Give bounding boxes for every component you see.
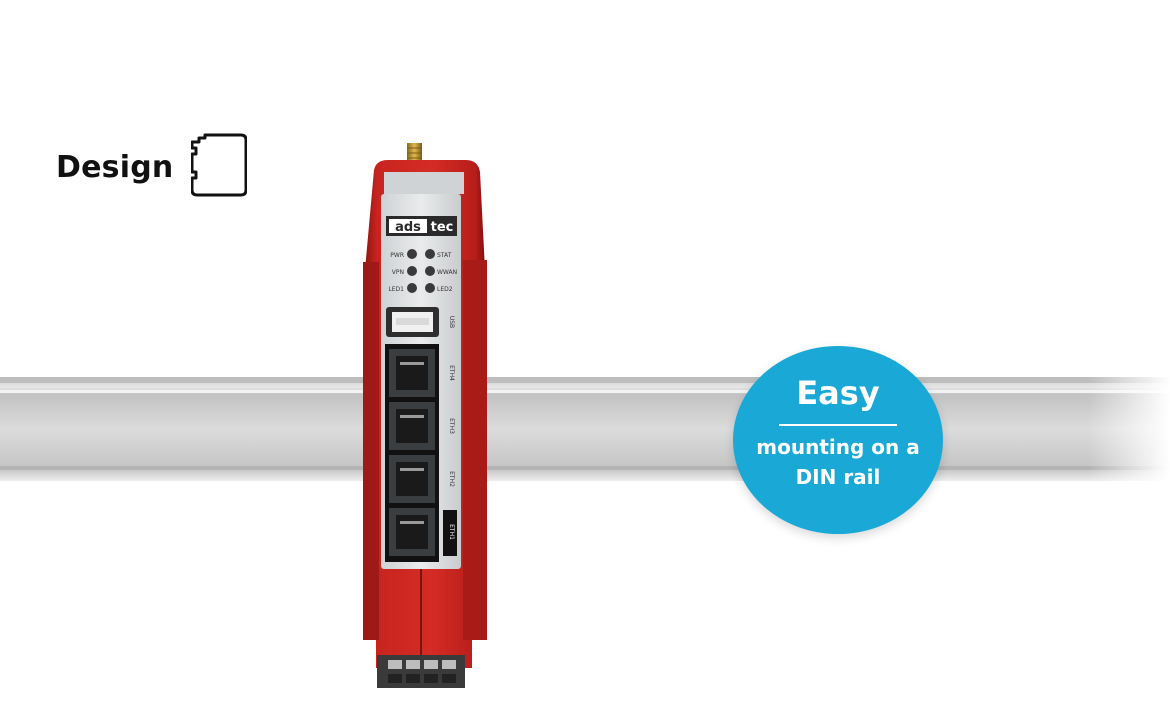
badge-divider bbox=[779, 424, 897, 426]
ethernet-port-eth3: ETH3 bbox=[389, 402, 455, 450]
led-led1 bbox=[407, 283, 417, 293]
design-label: Design bbox=[56, 149, 174, 185]
port-label-eth1: ETH1 bbox=[448, 524, 455, 540]
design-shape-icon bbox=[190, 132, 248, 202]
led-label-vpn: VPN bbox=[392, 269, 404, 276]
ethernet-port-eth2: ETH2 bbox=[389, 455, 455, 503]
din-rail bbox=[0, 375, 1170, 485]
terminal-connector bbox=[377, 655, 465, 688]
led-label-wwan: WWAN bbox=[437, 269, 457, 276]
port-label-eth4: ETH4 bbox=[448, 365, 455, 381]
led-label-stat: STAT bbox=[437, 252, 452, 259]
badge-subtitle: mounting on a DIN rail bbox=[743, 432, 933, 492]
led-label-led2: LED2 bbox=[437, 286, 453, 293]
usb-port: USB bbox=[386, 307, 455, 337]
led-pwr bbox=[407, 249, 417, 259]
led-wwan bbox=[425, 266, 435, 276]
led-stat bbox=[425, 249, 435, 259]
led-label-led1: LED1 bbox=[388, 286, 404, 293]
led-led2 bbox=[425, 283, 435, 293]
ethernet-port-eth1: ETH1 bbox=[389, 508, 457, 556]
ethernet-port-eth4: ETH4 bbox=[389, 349, 455, 397]
led-vpn bbox=[407, 266, 417, 276]
router-device: ads tec PWR STAT VPN WWAN LED1 LED2 USB bbox=[363, 143, 487, 688]
port-label-eth2: ETH2 bbox=[448, 471, 455, 487]
brand-left: ads bbox=[395, 220, 421, 235]
usb-label: USB bbox=[448, 316, 455, 328]
brand-right: tec bbox=[431, 220, 454, 235]
badge-title: Easy bbox=[796, 374, 880, 412]
led-panel: PWR STAT VPN WWAN LED1 LED2 bbox=[388, 249, 457, 293]
design-heading: Design bbox=[56, 132, 248, 202]
feature-badge: Easy mounting on a DIN rail bbox=[733, 346, 943, 534]
badge-line-2: DIN rail bbox=[795, 465, 881, 489]
badge-line-1: mounting on a bbox=[756, 435, 920, 459]
port-label-eth3: ETH3 bbox=[448, 418, 455, 434]
led-label-pwr: PWR bbox=[390, 252, 404, 259]
